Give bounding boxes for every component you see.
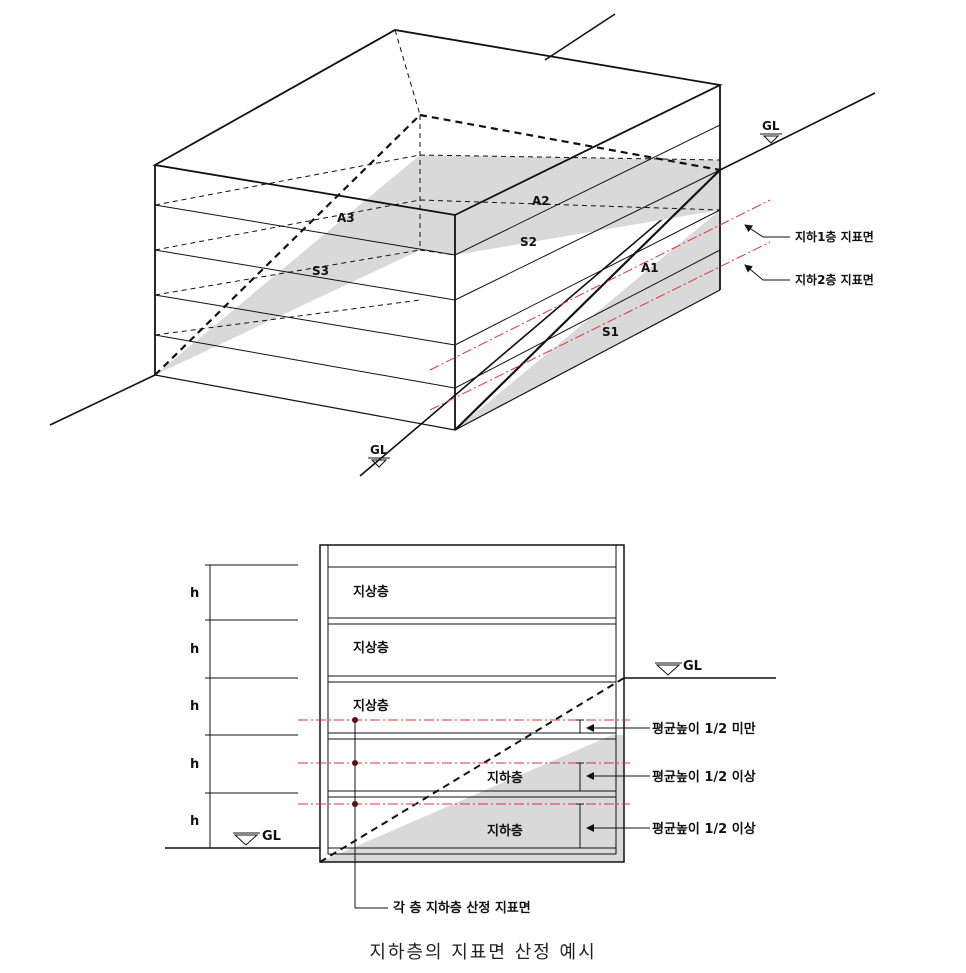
measure-point-2: [352, 760, 358, 766]
gl-label: GL: [762, 119, 780, 133]
dim-h-2: h: [190, 642, 199, 657]
dim-h-3: h: [190, 699, 199, 714]
label-s3: S3: [312, 264, 329, 278]
gl-marker-iso-right: GL: [760, 119, 782, 144]
floor-label-4: 지하층: [487, 770, 523, 786]
s2-shade: [420, 155, 720, 255]
gl-line-left: [49, 374, 156, 426]
gl-label: GL: [370, 443, 388, 457]
box-bottom-left: [154, 374, 456, 431]
measure-point-1: [352, 717, 358, 723]
figure-caption: 지하층의 지표면 산정 예시: [369, 942, 596, 963]
note-3: 평균높이 1/2 이상: [652, 821, 756, 837]
isometric-block: GL GL A3 A2 S2 S3 A1 S1 지하1층 지표면 지하2층 지표…: [49, 13, 876, 477]
height-dimensions: [205, 564, 298, 849]
label-s2: S2: [520, 235, 537, 249]
floor-label-2: 지상층: [353, 640, 389, 656]
s1-shade: [455, 210, 720, 430]
gl-label: GL: [683, 659, 702, 674]
label-a1: A1: [641, 261, 659, 275]
box-bottom-right: [454, 289, 721, 431]
note-2: 평균높이 1/2 이상: [652, 769, 756, 785]
gl-label: GL: [262, 829, 281, 844]
callout-b2: 지하2층 지표면: [744, 264, 874, 287]
gl-marker-section-right: GL: [655, 659, 702, 676]
measure-point-3: [352, 801, 358, 807]
label-a3: A3: [337, 211, 355, 225]
note-1: 평균높이 1/2 미만: [652, 721, 756, 737]
slope-lines: [154, 113, 721, 376]
basement-fill-right: [612, 735, 624, 862]
callout-b1-text: 지하1층 지표면: [795, 229, 874, 244]
half-height-brackets: [576, 719, 584, 849]
dim-h-4: h: [190, 757, 199, 772]
dim-h-1: h: [190, 586, 199, 601]
reference-lines: [429, 199, 771, 411]
floor-label-1: 지상층: [353, 584, 389, 600]
section-view: h h h h h 지상층 지상층 지상층 지하층: [165, 544, 776, 916]
label-a2: A2: [532, 194, 550, 208]
label-s1: S1: [602, 325, 619, 339]
gl-line-right: [359, 169, 721, 477]
s3-shade: [155, 155, 420, 375]
floor-lines: [154, 124, 721, 389]
gl-line-back-left: [544, 13, 616, 61]
floor-label-5: 지하층: [487, 823, 523, 839]
gl-marker-iso-left: GL: [368, 443, 390, 468]
dim-h-5: h: [190, 814, 199, 829]
basement-shade: [320, 735, 612, 862]
bottom-callout: 각 층 지하층 산정 지표면: [393, 900, 531, 916]
callout-b2-text: 지하2층 지표면: [795, 272, 874, 287]
floor-label-3: 지상층: [353, 698, 389, 714]
floor-slabs: [327, 566, 617, 849]
slope-line-front: [454, 169, 721, 431]
callout-b1: 지하1층 지표면: [744, 224, 874, 244]
gl-marker-section-left: GL: [233, 829, 281, 846]
gl-line-back: [719, 92, 876, 171]
